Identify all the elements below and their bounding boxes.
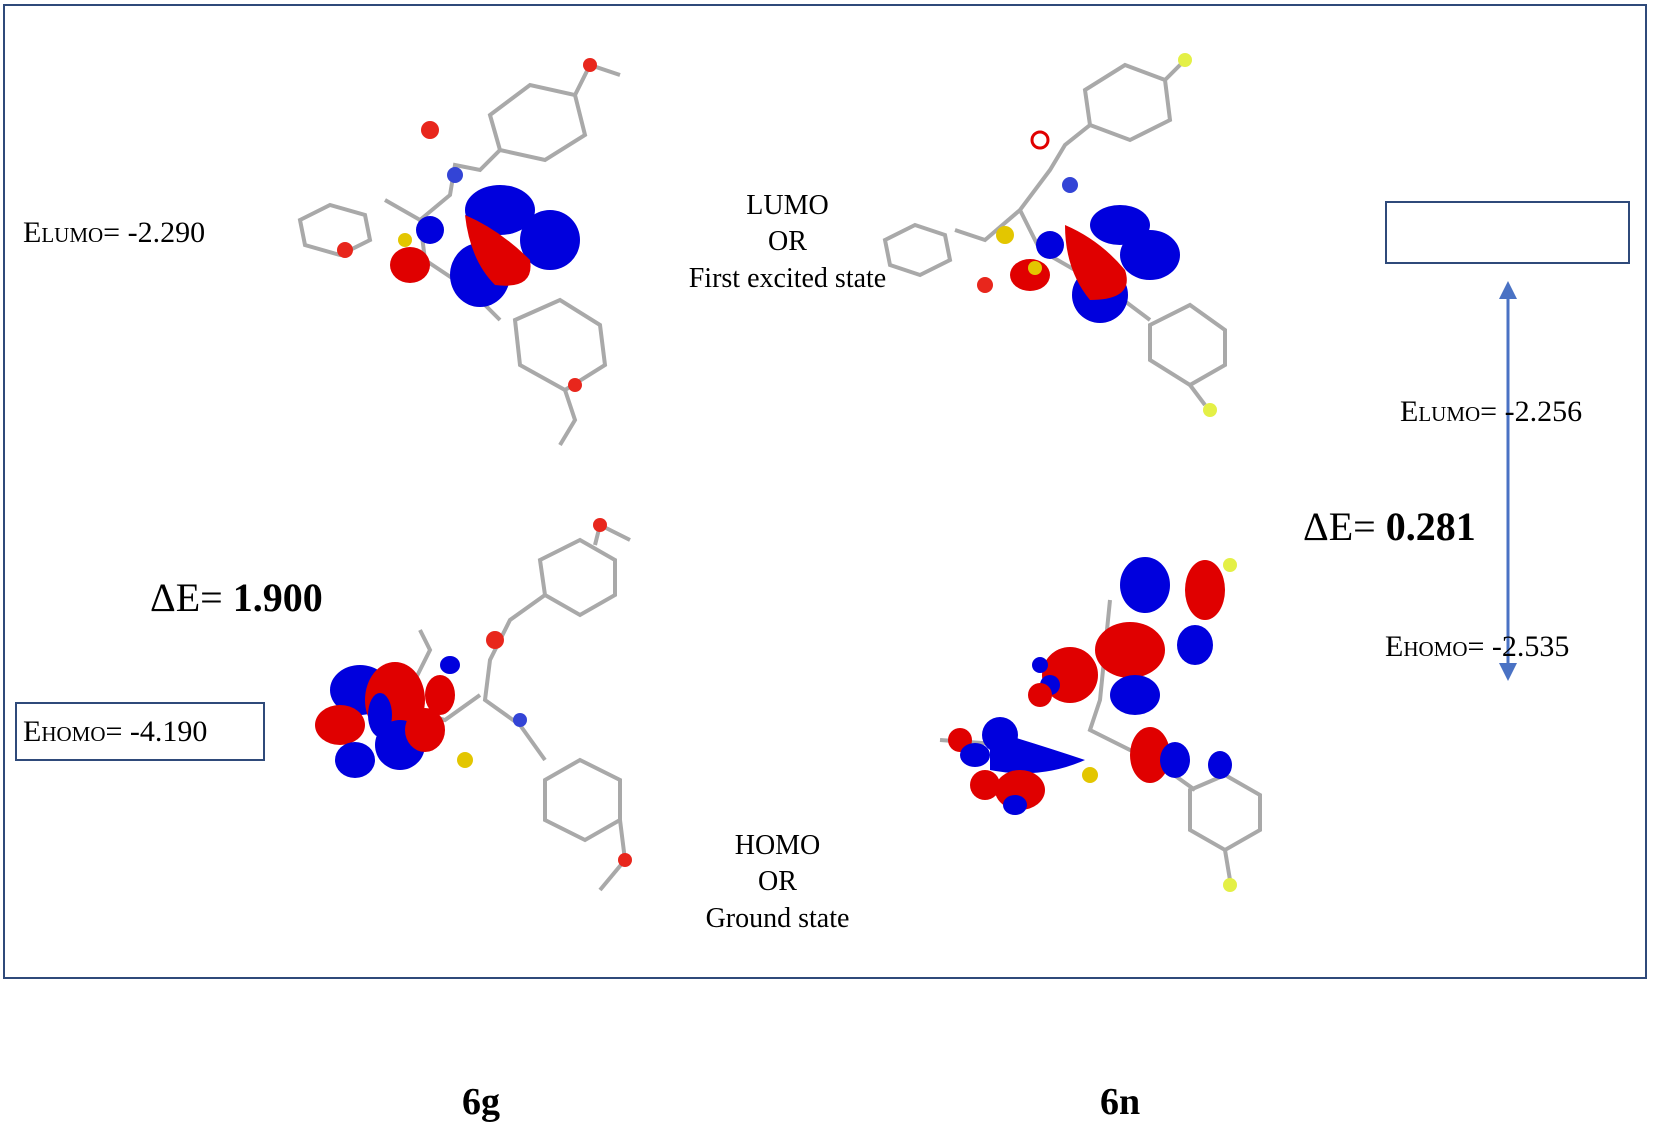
energy-6n-homo: EHOMO= -2.535 [1385,630,1570,663]
homo-state-label: HOMO OR Ground state [705,830,850,934]
figure-frame [3,4,1647,979]
gap-6n: ΔE= 0.281 [1303,504,1476,549]
molecule-6n-lumo [882,53,1227,417]
energy-6g-lumo: ELUMO= -2.290 [23,216,206,249]
lumo-state-label: LUMO OR First excited state [688,190,887,294]
empty-box [1385,201,1630,264]
molecule-6g-homo [315,518,632,892]
energy-6g-homo: EHOMO= -4.190 [23,715,208,748]
compound-label-6g: 6g [462,1081,500,1123]
molecule-6g-lumo [297,58,621,447]
energy-6g-homo-box [15,702,265,761]
compound-label-6n: 6n [1100,1081,1141,1123]
molecule-6n-homo [939,557,1262,892]
energy-6n-lumo: ELUMO= -2.256 [1400,395,1583,428]
gap-6g: ΔE= 1.900 [150,575,323,620]
